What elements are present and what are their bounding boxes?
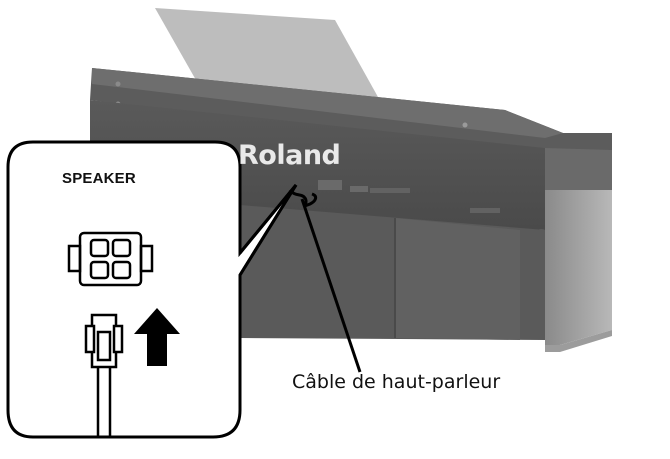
speaker-cable xyxy=(288,189,362,373)
connector-callout xyxy=(6,140,298,439)
speaker-socket-icon xyxy=(67,231,154,287)
cable-label: Câble de haut-parleur xyxy=(292,371,501,393)
connector-label: SPEAKER xyxy=(62,170,136,187)
speaker-plug-icon xyxy=(84,313,124,436)
arrow-up-icon xyxy=(134,308,180,366)
brand-logo: Roland xyxy=(238,140,341,171)
